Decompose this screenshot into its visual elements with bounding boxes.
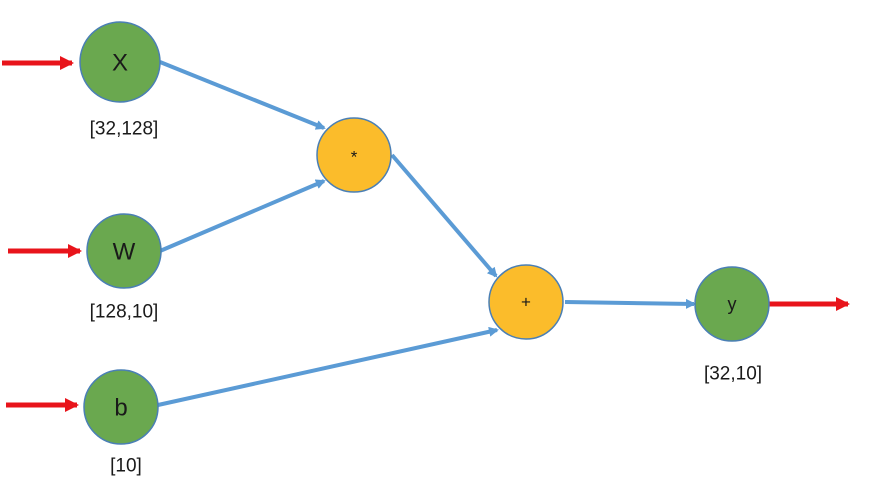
edge-mul-to-add xyxy=(390,153,498,278)
node-x-shape: [32,128] xyxy=(90,119,159,140)
node-add: + xyxy=(488,264,564,340)
node-b-label: b xyxy=(114,395,127,422)
node-w-label: W xyxy=(113,239,136,266)
node-b: b xyxy=(83,369,159,445)
node-y-shape: [32,10] xyxy=(704,364,762,385)
node-mul: * xyxy=(316,117,392,193)
node-x: X xyxy=(79,21,161,103)
node-y-label: y xyxy=(728,294,737,314)
node-w-shape: [128,10] xyxy=(90,302,159,323)
node-w: W xyxy=(86,213,162,289)
edge-b-to-add xyxy=(157,326,499,407)
node-b-shape: [10] xyxy=(110,456,142,477)
node-add-label: + xyxy=(521,293,531,312)
edge-add-to-y xyxy=(564,298,696,309)
node-mul-label: * xyxy=(351,148,358,167)
node-x-label: X xyxy=(112,50,128,77)
node-y: y xyxy=(694,266,770,342)
edge-w-to-mul xyxy=(159,179,326,253)
edge-x-to-mul xyxy=(159,60,326,130)
